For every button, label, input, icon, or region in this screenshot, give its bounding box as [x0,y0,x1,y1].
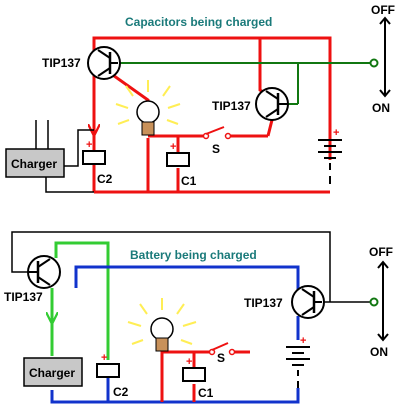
bottom-left-transistor-label: TIP137 [4,290,43,304]
bottom-cap-c1 [182,367,206,382]
top-left-transistor-label: TIP137 [42,56,81,70]
top-off-label: OFF [371,3,395,17]
bottom-charger-label: Charger [29,366,75,380]
top-red-wires [92,36,332,194]
top-c2-label: C2 [97,172,113,186]
bottom-right-transistor [291,285,325,319]
top-cap-c2 [82,150,106,165]
top-battery-plus: + [333,127,339,139]
top-left-transistor [87,46,121,80]
bottom-charger [23,357,83,387]
top-panel: Capacitors being charged [5,15,372,194]
bottom-battery-plus: + [300,335,306,347]
top-on-off-switch[interactable]: OFF ON [369,3,396,115]
bottom-c2-label: C2 [113,385,129,399]
top-title: Capacitors being charged [125,15,272,29]
top-charger-label: Charger [11,157,57,171]
top-battery [318,139,342,184]
top-switch-label: S [212,142,220,156]
top-green-wires [118,62,372,105]
bottom-cap-c2 [96,363,120,378]
bottom-blue-wires [50,265,300,404]
top-c1-plus: + [170,141,176,153]
top-c1-label: C1 [181,174,197,188]
bottom-on-off-switch[interactable]: OFF ON [369,245,393,359]
bottom-panel: Battery being charged [4,231,372,404]
bottom-green-wires [50,241,110,360]
top-charger [5,120,94,193]
bottom-c1-label: C1 [198,386,214,400]
bottom-on-label: ON [370,345,388,359]
top-switch [202,126,232,140]
bottom-left-transistor [27,255,61,289]
bottom-switch-label: S [217,351,225,365]
top-on-label: ON [372,101,390,115]
top-right-transistor-label: TIP137 [212,99,251,113]
top-bulb [115,80,181,136]
bottom-off-label: OFF [369,245,393,259]
bottom-switch [208,342,236,356]
bottom-black-wires [11,231,372,303]
top-c2-plus: + [86,139,92,151]
bottom-c1-plus: + [186,356,192,368]
bottom-title: Battery being charged [130,248,257,262]
bottom-c2-plus: + [101,352,107,364]
bottom-battery [286,346,310,388]
bottom-right-transistor-label: TIP137 [244,296,283,310]
top-cap-c1 [166,152,190,167]
bottom-bulb [127,298,197,352]
top-right-transistor [255,87,289,121]
